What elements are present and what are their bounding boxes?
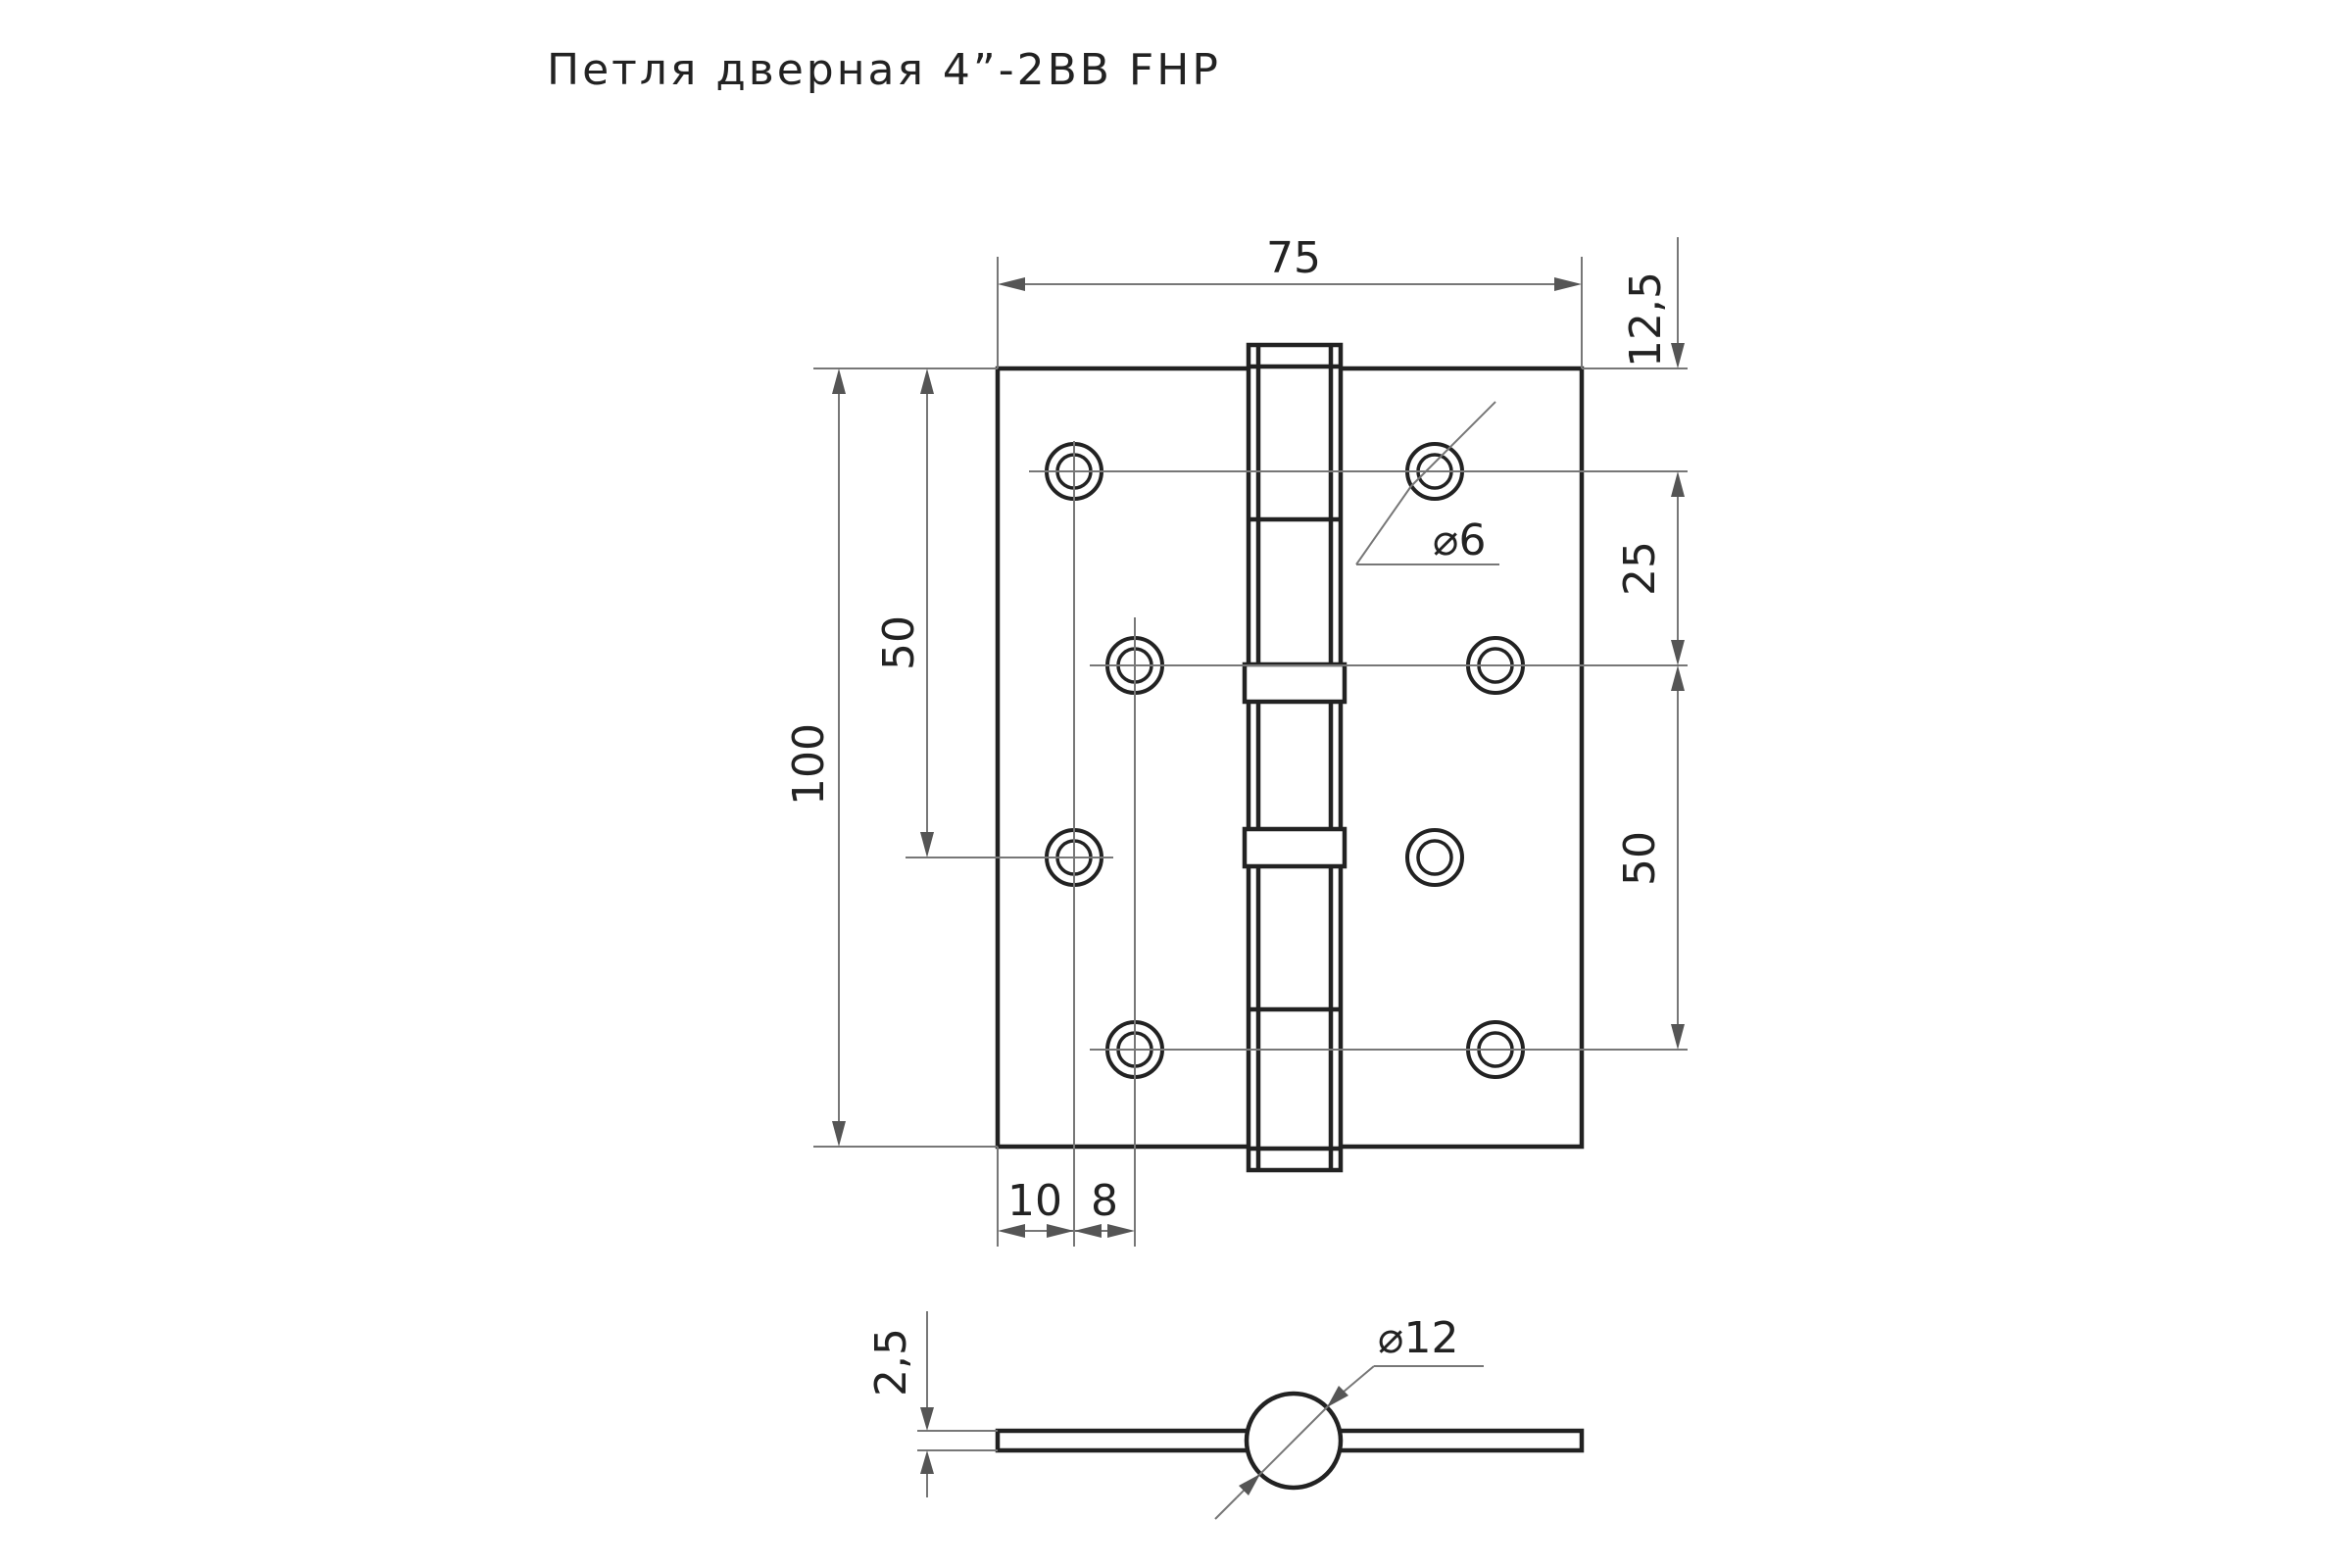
dimension-height-100: 100	[784, 368, 846, 1147]
dimension-label-10: 10	[1007, 1176, 1062, 1226]
dimension-label-knuckle-diameter: ⌀12	[1378, 1313, 1458, 1363]
bearing-ring-upper	[1242, 662, 1348, 705]
drawing-title: Петля дверная 4”-2BB FHP	[547, 45, 1221, 95]
extension-lines	[813, 257, 1688, 1247]
side-view: 2,5 ⌀12	[866, 1311, 1585, 1520]
dimension-top-12-5: 12,5	[1621, 237, 1685, 368]
dimension-label-75: 75	[1266, 233, 1321, 283]
dimension-label-50-left: 50	[874, 615, 924, 670]
dimension-label-25: 25	[1615, 541, 1665, 596]
hinge-knuckle	[1242, 342, 1348, 1173]
dimension-label-8: 8	[1091, 1176, 1118, 1226]
dimension-thickness-2-5: 2,5	[866, 1311, 998, 1497]
dimension-knuckle-diameter: ⌀12	[1214, 1313, 1484, 1520]
dimension-label-12-5: 12,5	[1621, 271, 1671, 368]
dimension-spacing-50-left: 50	[874, 368, 934, 858]
dimension-width-75: 75	[998, 233, 1582, 291]
dimension-label-50-right: 50	[1615, 831, 1665, 886]
dimension-offsets-bottom: 10 8	[998, 1176, 1135, 1238]
dimension-label-2-5: 2,5	[866, 1328, 916, 1396]
dimension-label-hole-diameter: ⌀6	[1433, 515, 1486, 565]
bearing-ring-lower	[1242, 826, 1348, 869]
screw-hole	[1405, 828, 1464, 887]
dimension-spacing-25: 25	[1615, 471, 1685, 665]
dimension-spacing-50-right: 50	[1615, 665, 1685, 1050]
dimension-label-100: 100	[784, 723, 834, 806]
front-view: 75 12,5 25 50 100	[784, 233, 1688, 1247]
